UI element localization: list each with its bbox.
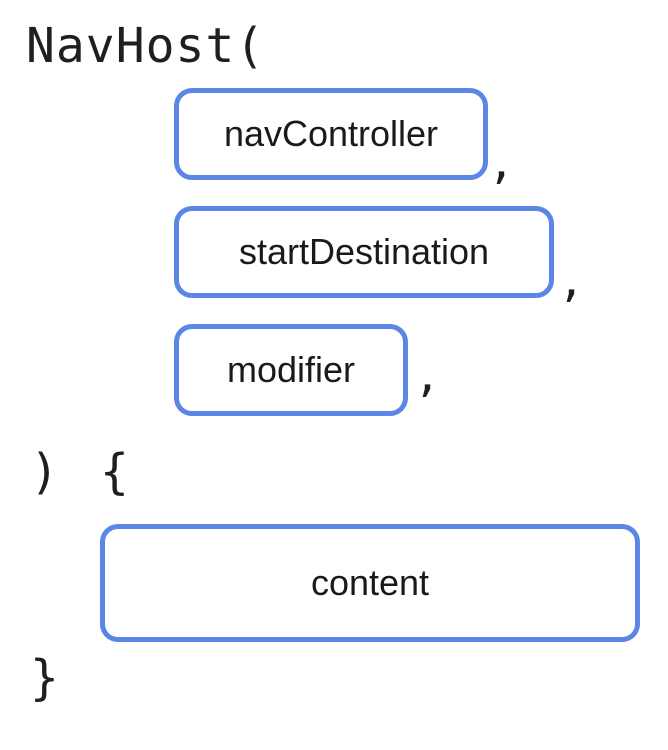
function-name: NavHost(: [26, 18, 266, 74]
open-brace: {: [100, 444, 129, 500]
param-box-modifier: modifier: [174, 324, 408, 416]
close-brace: }: [30, 650, 59, 706]
param-label-modifier: modifier: [226, 349, 356, 390]
param-label-navcontroller: navController: [223, 113, 439, 154]
param-box-startdestination: startDestination: [174, 206, 554, 298]
param-separator: ,: [414, 351, 441, 402]
close-paren: ): [30, 444, 59, 500]
param-separator: ,: [558, 256, 585, 307]
content-lambda-label: content: [310, 562, 430, 603]
param-box-navcontroller: navController: [174, 88, 488, 180]
param-separator: ,: [488, 138, 515, 189]
param-label-startdestination: startDestination: [238, 231, 490, 272]
content-lambda-box: content: [100, 524, 640, 642]
